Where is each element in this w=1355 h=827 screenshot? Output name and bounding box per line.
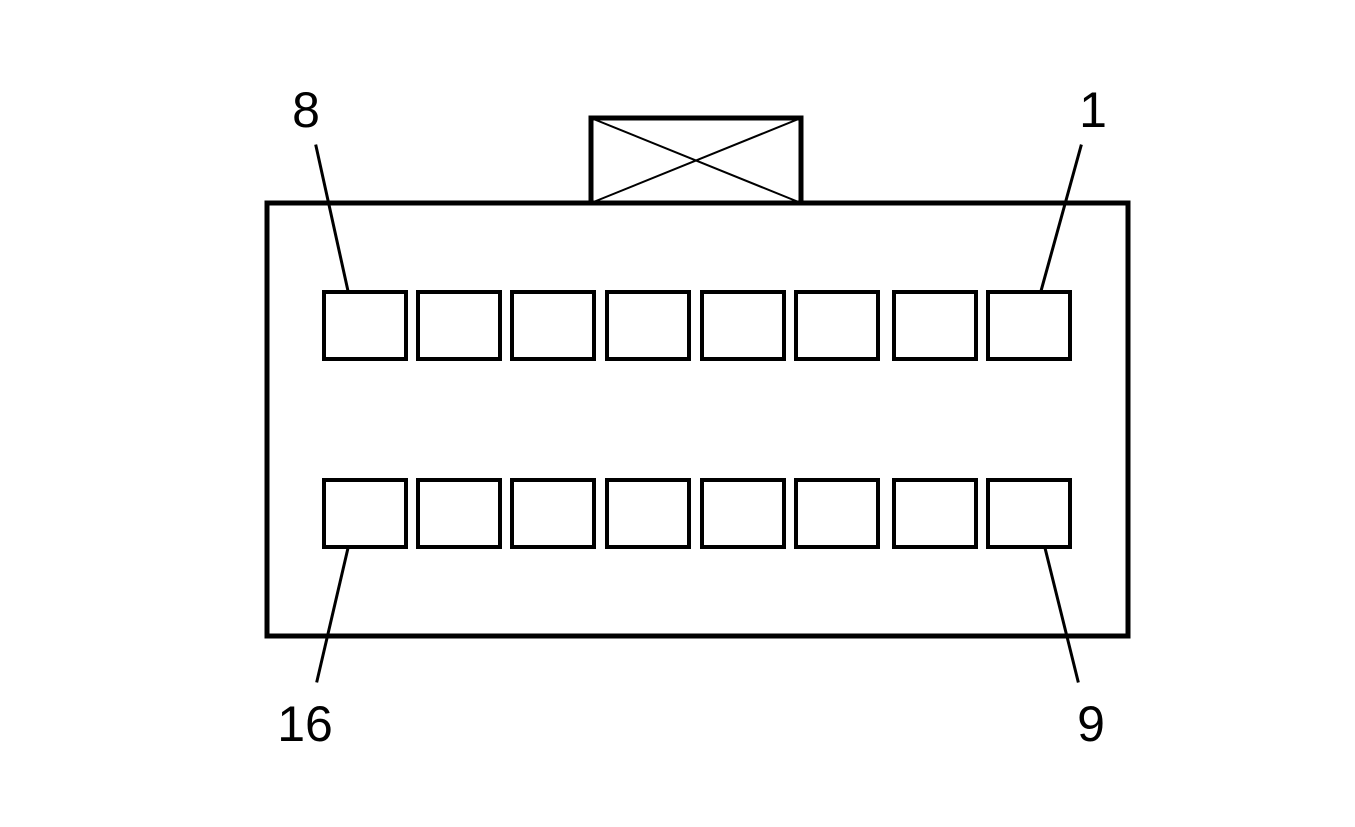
pin-cavity-3 — [794, 290, 880, 361]
pin-cavity-1 — [986, 290, 1072, 361]
leader-line-bottom-right — [1043, 546, 1080, 683]
pin-cavity-11 — [794, 478, 880, 549]
leader-line-bottom-left — [315, 546, 350, 683]
connector-housing — [264, 200, 1131, 639]
pin-cavity-6 — [510, 290, 596, 361]
pin-cavity-8 — [322, 290, 408, 361]
leader-line-top-right — [1039, 144, 1083, 293]
pin-row-top — [322, 290, 1072, 361]
pin-callout-top-right: 1 — [1079, 82, 1107, 138]
pin-cavity-5 — [605, 290, 691, 361]
pin-cavity-7 — [416, 290, 502, 361]
pin-cavity-2 — [892, 290, 978, 361]
pin-cavity-16 — [322, 478, 408, 549]
pin-cavity-13 — [605, 478, 691, 549]
pin-row-bottom — [322, 478, 1072, 549]
pin-cavity-10 — [892, 478, 978, 549]
pin-cavity-15 — [416, 478, 502, 549]
pin-callout-bottom-left: 16 — [277, 696, 333, 752]
leader-line-top-left — [314, 144, 350, 293]
pin-cavity-9 — [986, 478, 1072, 549]
pin-cavity-14 — [510, 478, 596, 549]
pin-callout-top-left: 8 — [292, 82, 320, 138]
pin-callout-bottom-right: 9 — [1077, 696, 1105, 752]
locking-tab — [588, 115, 804, 206]
pin-cavity-12 — [700, 478, 786, 549]
locking-tab-outline — [588, 115, 804, 206]
pin-cavity-4 — [700, 290, 786, 361]
locking-tab-cross-b — [589, 116, 803, 205]
